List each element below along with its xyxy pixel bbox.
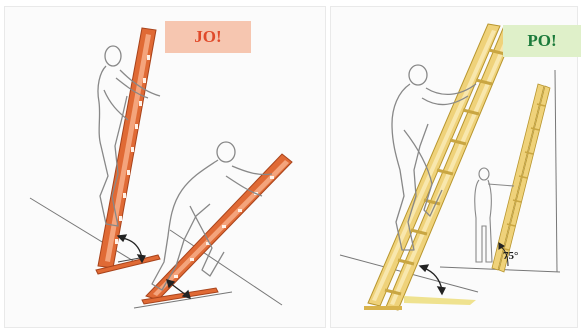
correct-badge: PO! [503,25,581,57]
ladder-foot-shadow [404,296,476,305]
angle-arrow-icon [118,235,145,262]
angle-label: 75° [503,250,518,262]
wrong-badge: JO! [165,21,251,53]
shallow-ladder-wrong [142,154,292,304]
person-figure [152,142,272,290]
steep-ladder-wrong [96,28,160,274]
